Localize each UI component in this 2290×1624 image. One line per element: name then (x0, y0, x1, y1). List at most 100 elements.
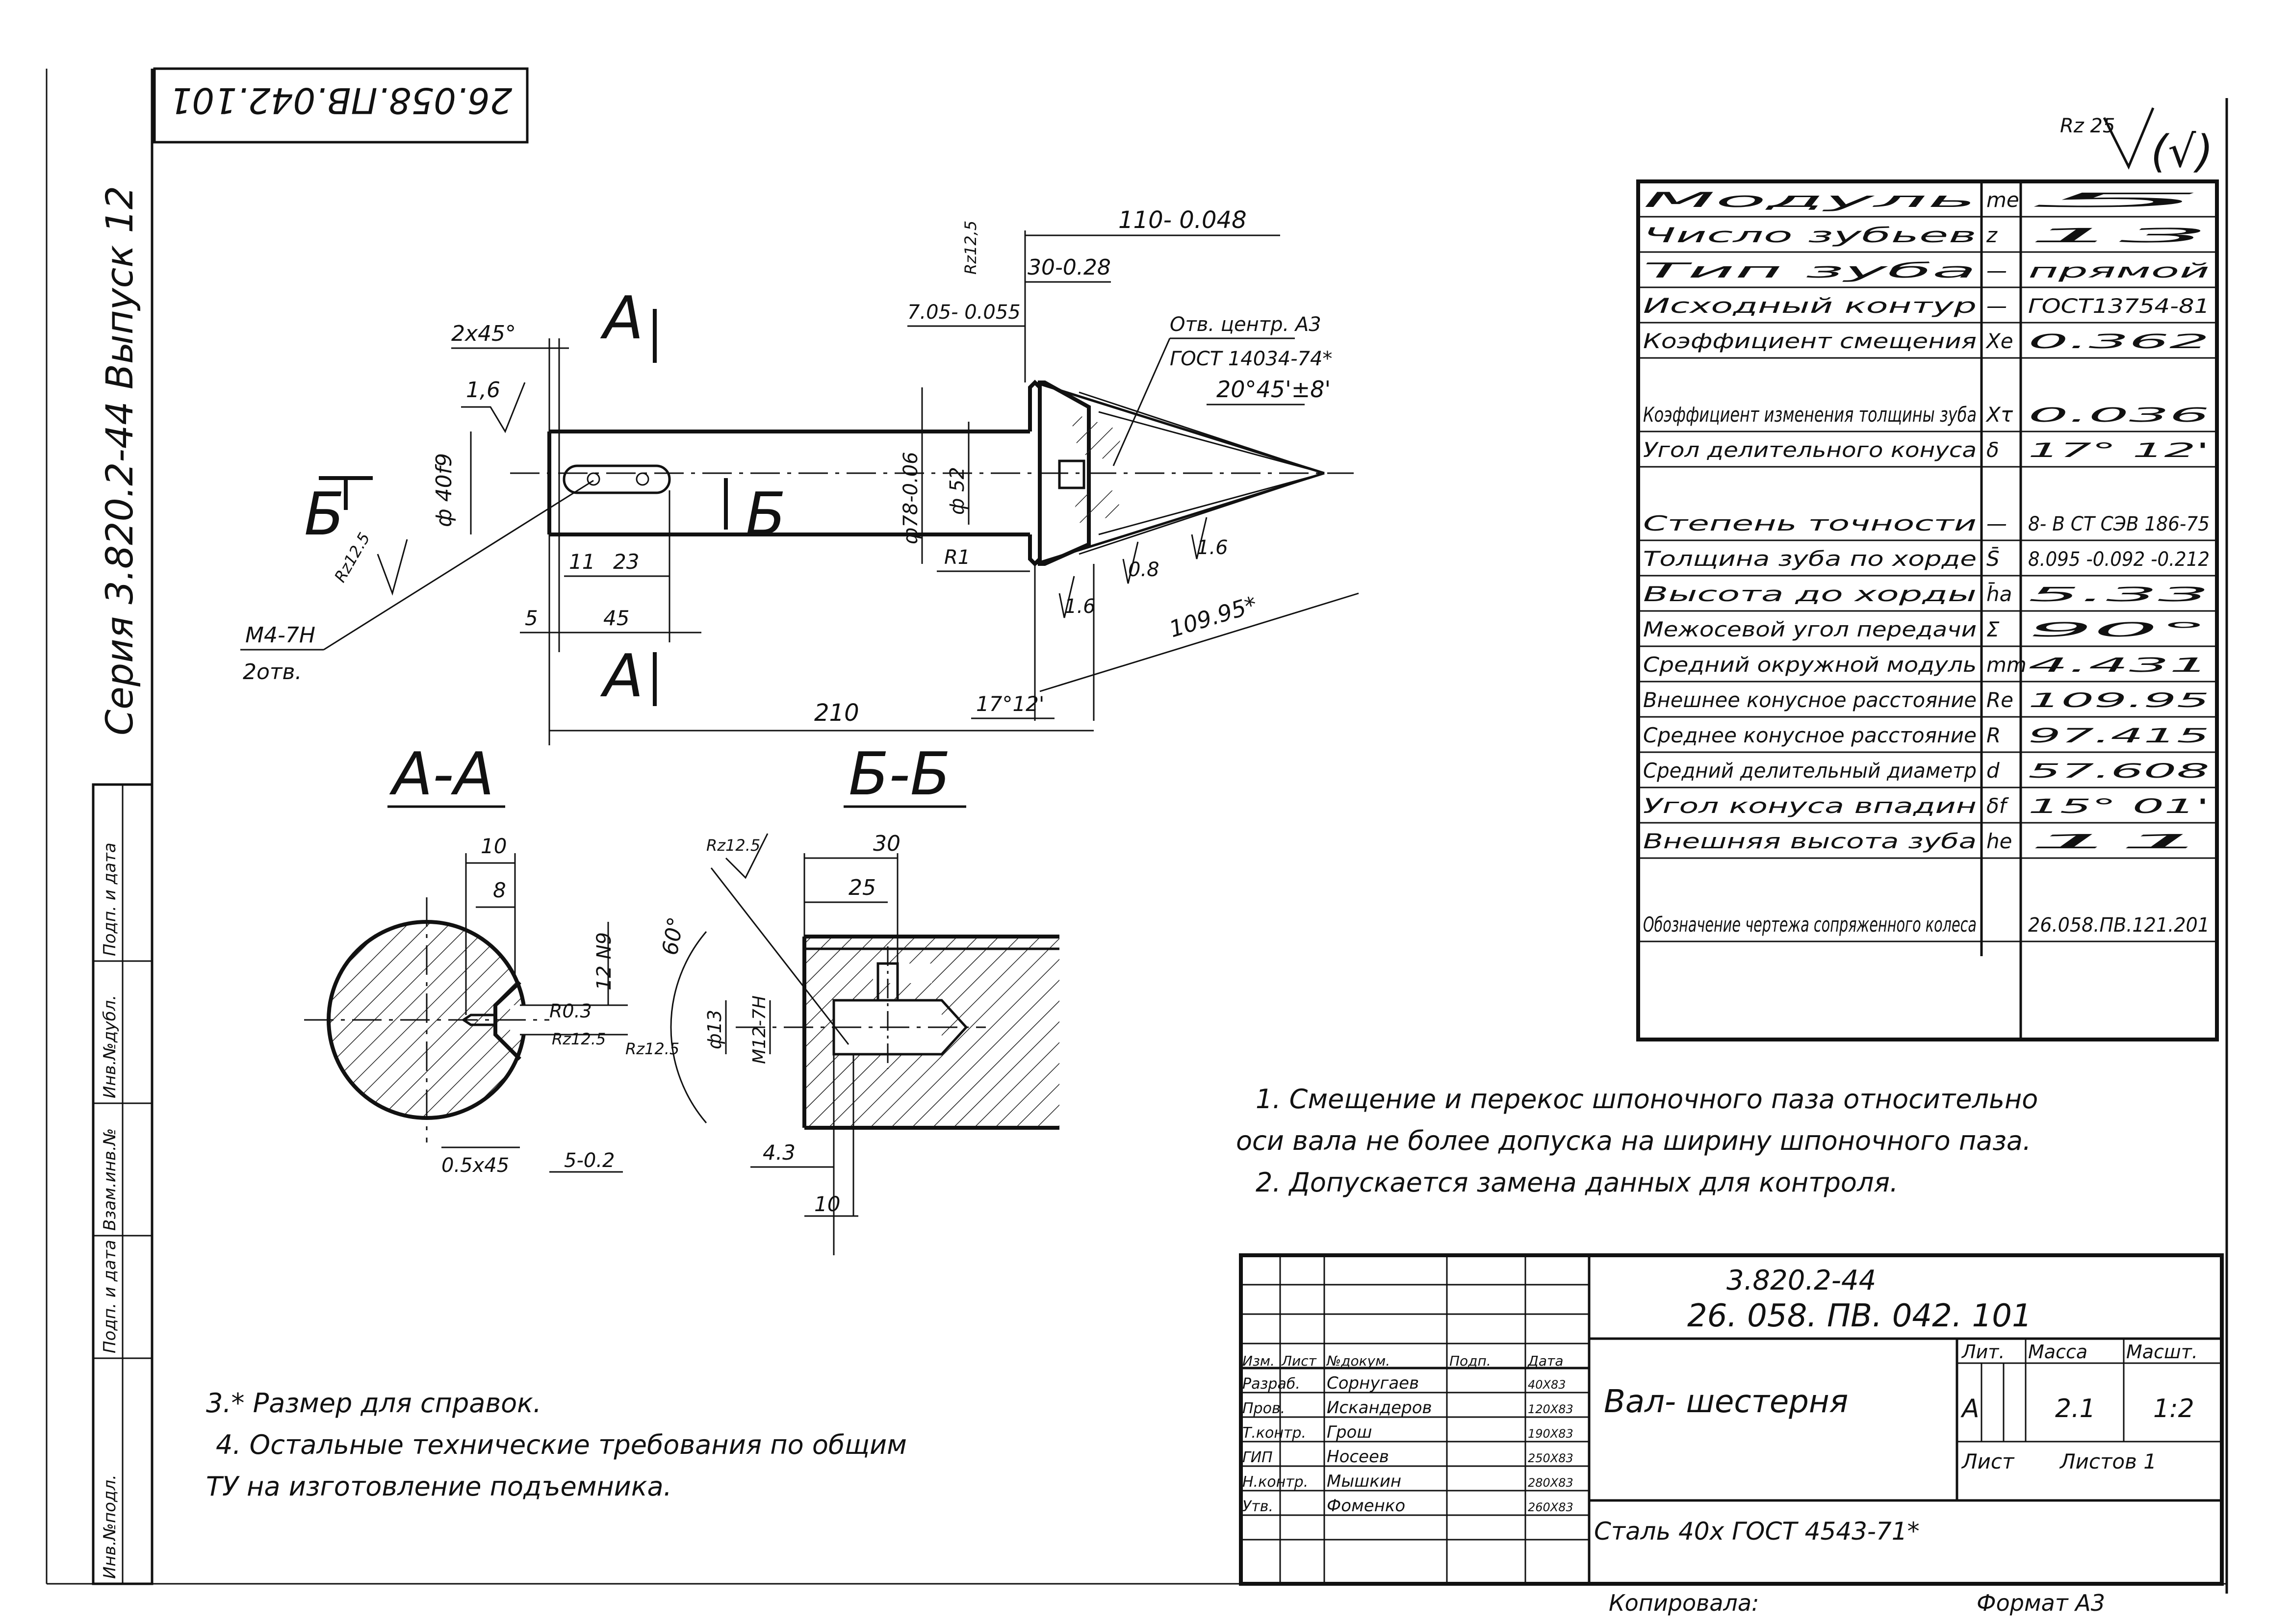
side-cell-1: Инв.№подл. (100, 1474, 120, 1579)
signature-role: Т.контр. (1242, 1424, 1306, 1442)
svg-text:Листов 1: Листов 1 (2059, 1449, 2157, 1473)
param-symbol: — (1986, 258, 2007, 282)
param-name: Модуль (1643, 188, 1977, 212)
stamp-code: 26.058.ПВ.042.101 (170, 80, 513, 121)
thread-qty: 2отв. (243, 660, 302, 685)
svg-text:26. 058. ПВ. 042. 101: 26. 058. ПВ. 042. 101 (1687, 1298, 2032, 1334)
dim-45: 45 (603, 606, 629, 630)
dim-705: 7.05- 0.055 (907, 301, 1021, 324)
svg-text:(√): (√) (2151, 126, 2213, 178)
param-row: Степень точности—8- В СТ СЭВ 186-75 (1638, 511, 2217, 541)
center-hole-1: Отв. центр. А3 (1170, 313, 1321, 336)
param-value: 0.362 (2028, 330, 2210, 353)
rotated-stamp: 26.058.ПВ.042.101 (153, 67, 529, 144)
param-symbol: d (1986, 759, 2000, 783)
param-value: 5 (2028, 189, 2210, 212)
svg-text:Лист: Лист (1281, 1353, 1317, 1369)
param-value: 4.431 (2028, 654, 2210, 677)
param-symbol: Xτ (1985, 403, 2013, 427)
svg-text:Масшт.: Масшт. (2126, 1341, 2198, 1363)
svg-text:M12-7H: M12-7H (749, 995, 770, 1064)
param-symbol: mm (1986, 653, 2027, 677)
param-value: прямой (2028, 260, 2210, 282)
svg-text:8: 8 (493, 878, 506, 902)
param-symbol: δ (1986, 438, 1999, 462)
signature-name: Мышкин (1327, 1472, 1401, 1491)
angle-1712: 17°12' (976, 692, 1044, 716)
side-cell-5: Подп. и дата (100, 842, 120, 956)
svg-text:А: А (600, 284, 643, 353)
param-value: 8- В СТ СЭВ 186-75 (2028, 513, 2210, 535)
dim-11: 11 (569, 550, 595, 574)
signature-role: Разраб. (1242, 1375, 1300, 1393)
param-symbol: δf (1986, 794, 2009, 818)
svg-text:3.820.2-44: 3.820.2-44 (1726, 1265, 1876, 1296)
param-value: 15° 01' (2028, 795, 2210, 818)
dim-phi40: ф 40f9 (432, 453, 457, 527)
param-value: 26.058.ПВ.121.201 (2028, 914, 2210, 937)
section-aa: А-А 10 8 12 N9 R0.3 Rz12.5 Rz12.5 0.5x45… (304, 740, 679, 1177)
svg-text:0.5x45: 0.5x45 (441, 1154, 509, 1177)
signature-role: Н.контр. (1242, 1473, 1308, 1491)
param-name: Число зубьев (1643, 223, 1977, 247)
svg-text:4.3: 4.3 (763, 1141, 796, 1165)
svg-text:Rz12.5: Rz12.5 (706, 836, 760, 855)
series-label: Серия 3.820.2-44 Выпуск 12 (98, 186, 141, 736)
param-symbol: he (1986, 829, 2012, 853)
svg-text:Б: Б (746, 481, 786, 549)
signature-role: Пров. (1242, 1400, 1285, 1417)
main-view-shaft (510, 380, 1354, 567)
param-name: Исходный контур (1643, 294, 1977, 318)
signature-role: Утв. (1242, 1498, 1273, 1515)
side-cell-4: Инв.№дубл. (100, 995, 120, 1098)
param-symbol: me (1986, 188, 2019, 212)
param-symbol: — (1986, 511, 2007, 535)
svg-text:Rz 25: Rz 25 (2060, 115, 2115, 137)
dim-23: 23 (613, 550, 639, 574)
svg-text:3.* Размер для справок.: 3.* Размер для справок. (206, 1388, 541, 1419)
param-name: Среднее конусное расстояние (1643, 723, 1977, 747)
rough-16a: 1,6 (466, 378, 500, 403)
dim-30: 30-0.28 (1028, 255, 1111, 280)
param-symbol: — (1986, 294, 2007, 318)
param-value: 11 (2028, 831, 2210, 853)
dim-210: 210 (814, 699, 859, 727)
svg-text:Вал- шестерня: Вал- шестерня (1604, 1384, 1848, 1420)
signature-name: Носеев (1327, 1447, 1389, 1467)
svg-text:№докум.: №докум. (1326, 1353, 1390, 1369)
param-symbol: Re (1986, 688, 2013, 712)
svg-text:Б: Б (304, 481, 344, 549)
main-view-dimensions: 110- 0.048 30-0.28 7.05- 0.055 Rz12,5 От… (240, 206, 1359, 745)
param-value: 0.036 (2028, 404, 2210, 427)
dim-phi52: ф 52 (946, 467, 969, 515)
roughness-general: Rz 25 (√) (2060, 107, 2213, 178)
param-symbol: h̄a (1986, 581, 2012, 606)
angle-20: 20°45'±8' (1216, 376, 1331, 403)
param-value: 90° (2028, 619, 2210, 641)
param-name: Толщина зуба по хорде (1643, 547, 1977, 571)
svg-text:А: А (1960, 1394, 1980, 1423)
param-name: Межосевой угол передачи (1643, 617, 1977, 641)
param-value: 8.095 -0.092 -0.212 (2028, 548, 2210, 571)
param-value: ГОСТ13754-81 (2028, 295, 2210, 318)
signature-name: Сорнугаев (1327, 1373, 1419, 1393)
param-symbol: Xe (1985, 329, 2013, 353)
param-name: Средний окружной модуль (1643, 653, 1977, 677)
dim-5: 5 (525, 606, 538, 630)
param-value: 57.608 (2028, 760, 2210, 783)
svg-text:Сталь 40х ГОСТ 4543-71*: Сталь 40х ГОСТ 4543-71* (1594, 1517, 1920, 1546)
svg-text:оси вала не более допуска на ш: оси вала не более допуска на ширину шпон… (1236, 1125, 2031, 1156)
param-symbol: S̄ (1986, 546, 2000, 571)
svg-text:А: А (600, 642, 643, 710)
signature-role: ГИП (1242, 1449, 1273, 1466)
param-symbol: R (1986, 723, 2001, 747)
param-name: Угол делительного конуса (1643, 438, 1977, 462)
